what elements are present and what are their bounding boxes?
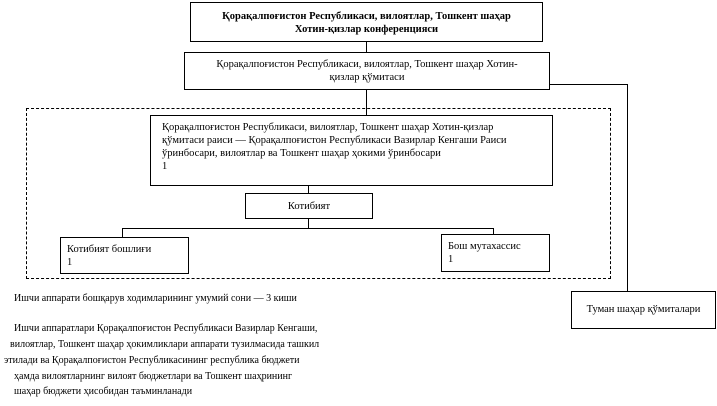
secretariat-box: Котибият (245, 193, 373, 219)
connector-committee-chairman (366, 90, 367, 115)
chairman-box: Қорақалпоғистон Республикаси, вилоятлар,… (150, 115, 553, 186)
connector-conference-committee (366, 42, 367, 52)
connector-branch-right (493, 228, 494, 234)
committee-box: Қорақалпоғистон Республикаси, вилоятлар,… (184, 52, 550, 90)
committee-line-2: қизлар қўмитаси (329, 72, 405, 83)
funding-note-line-1: Ишчи аппаратлари Қорақалпоғистон Республ… (14, 323, 318, 334)
connector-horizontal-branch (122, 228, 493, 229)
funding-note-line-4: ҳамда вилоятларнинг вилоят бюджетлари ва… (14, 371, 293, 382)
chairman-line-1: Қорақалпоғистон Республикаси, вилоятлар,… (162, 122, 494, 133)
connector-secretariat-down (308, 219, 309, 228)
connector-chairman-secretariat (308, 186, 309, 193)
secretariat-label: Котибият (287, 201, 331, 212)
secretariat-head-box: Котибият бошлиғи 1 (60, 237, 189, 274)
conference-line-1: Қорақалпоғистон Республикаси, вилоятлар,… (222, 11, 511, 22)
connector-committee-right (549, 84, 628, 85)
chief-specialist-count: 1 (448, 254, 454, 265)
chairman-line-3: ўринбосари, вилоятлар ва Тошкент шаҳар ҳ… (162, 148, 441, 159)
connector-right-vertical (627, 84, 628, 291)
connector-branch-left (122, 228, 123, 237)
conference-box: Қорақалпоғистон Республикаси, вилоятлар,… (190, 2, 543, 42)
chief-specialist-label: Бош мутахассис (448, 241, 521, 252)
funding-note-line-3: этилади ва Қорақалпоғистон Республикасин… (4, 355, 300, 366)
funding-note-line-5: шаҳар бюджети ҳисобидан таъминланади (14, 386, 193, 397)
working-apparatus-region (26, 108, 611, 279)
chief-specialist-box: Бош мутахассис 1 (441, 234, 550, 272)
staff-total-note: Ишчи аппарати бошқарув ходимларининг уму… (14, 293, 297, 304)
district-committees-label: Туман шаҳар қўмиталари (586, 304, 701, 315)
conference-line-2: Хотин-қизлар конференцияси (294, 24, 439, 35)
committee-line-1: Қорақалпоғистон Республикаси, вилоятлар,… (216, 59, 518, 70)
district-committees-box: Туман шаҳар қўмиталари (571, 291, 716, 329)
chairman-count: 1 (162, 161, 168, 172)
secretariat-head-label: Котибият бошлиғи (67, 244, 152, 255)
funding-note-line-2: вилоятлар, Тошкент шаҳар ҳокимликлари ап… (10, 339, 320, 350)
secretariat-head-count: 1 (67, 257, 73, 268)
chairman-line-2: қўмитаси раиси — Қорақалпоғистон Республ… (162, 135, 507, 146)
